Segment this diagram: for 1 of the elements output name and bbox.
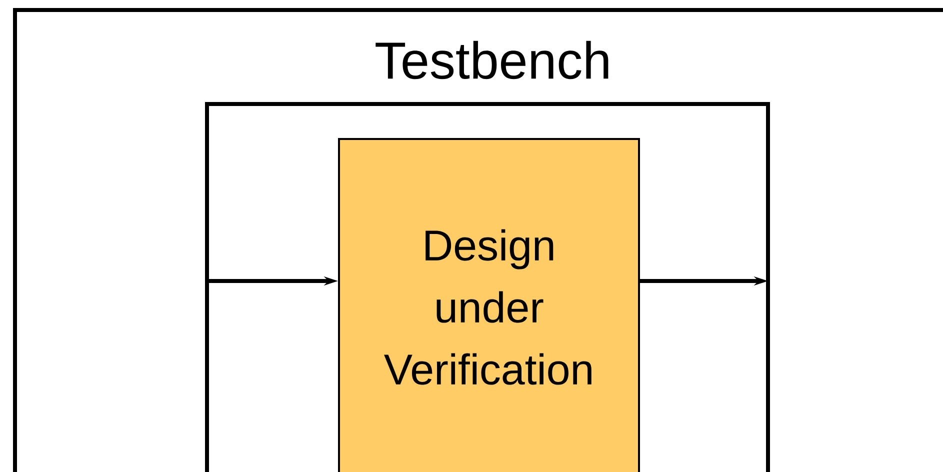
design-box: Design under Verification	[338, 138, 640, 472]
